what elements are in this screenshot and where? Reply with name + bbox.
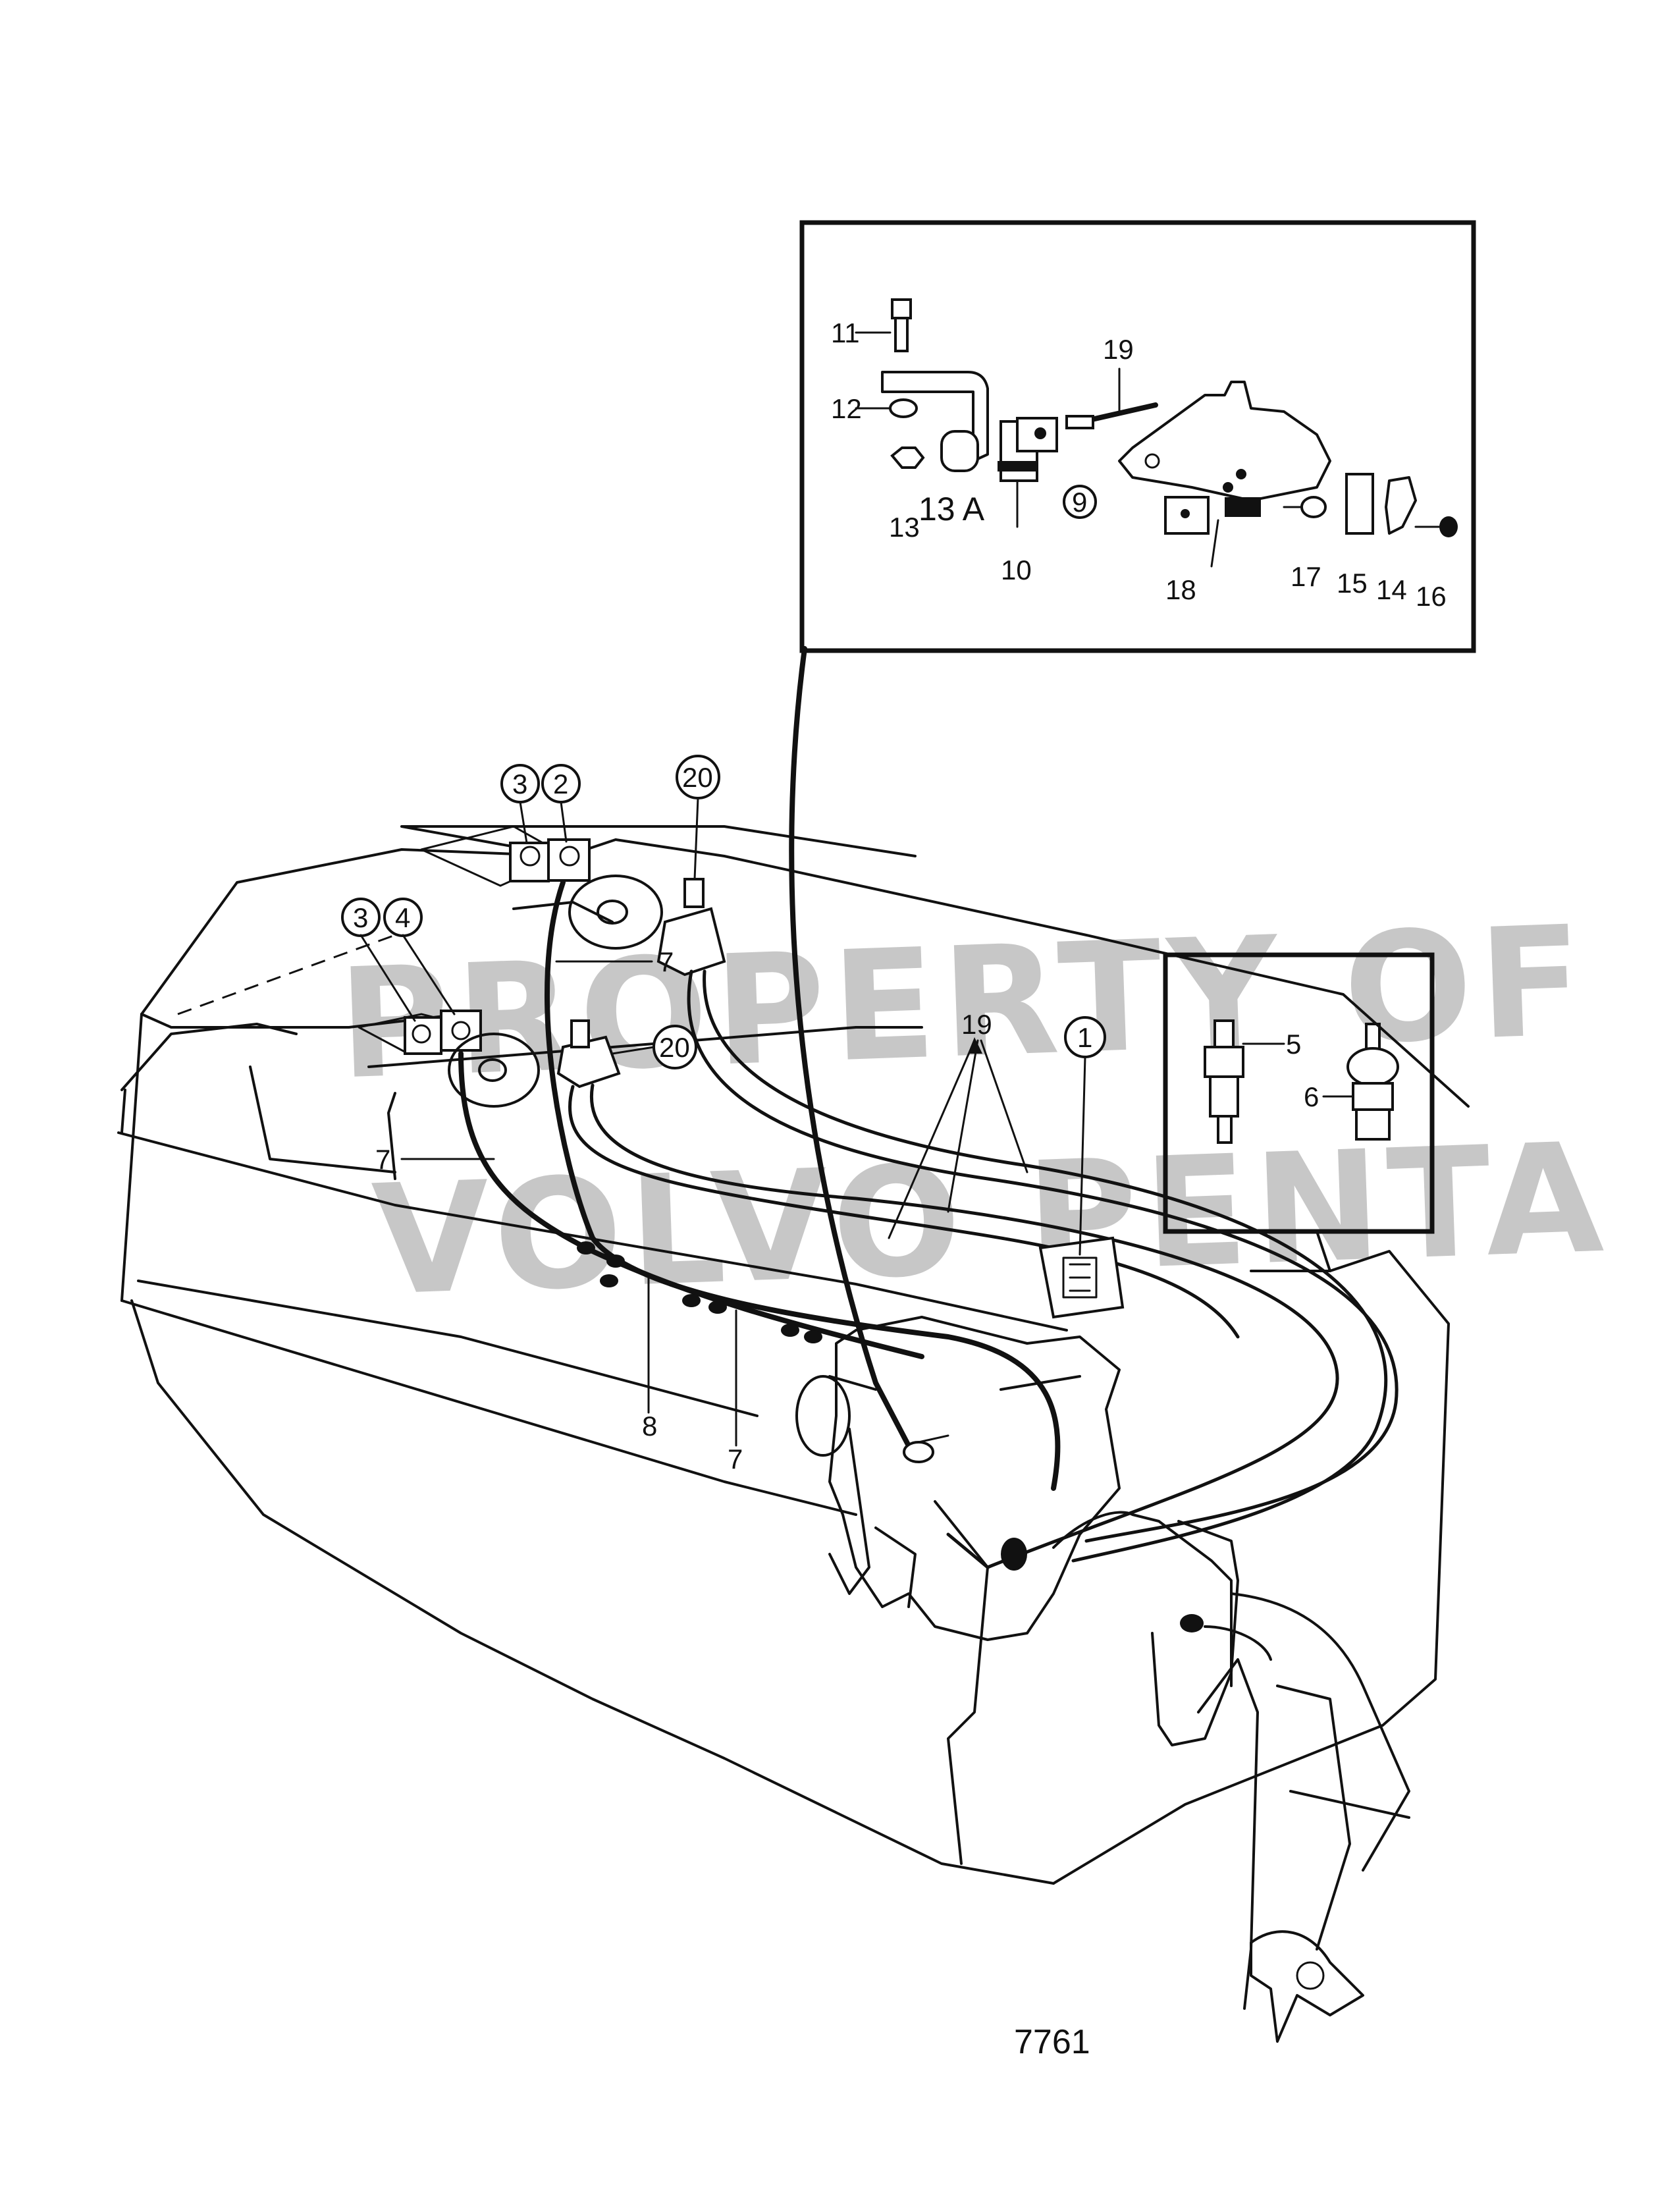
sterndrive bbox=[1052, 1511, 1410, 2043]
main-callouts: 3 2 20 3 4 20 1 7 7 8 7 bbox=[341, 755, 1106, 1474]
sender-detail-inset: 5 6 bbox=[1163, 952, 1435, 1234]
upper-helm-station bbox=[420, 825, 663, 950]
label-11: 11 bbox=[831, 317, 860, 348]
linkage-detail-inset: 11 12 13 13 A 10 19 9 18 17 15 14 16 bbox=[799, 220, 1476, 653]
nut-icon bbox=[890, 446, 925, 469]
label-13a: 13 A bbox=[919, 491, 985, 527]
bolt-icon bbox=[855, 298, 912, 352]
label-17: 17 bbox=[1291, 561, 1321, 592]
instrument-panel-4-lower bbox=[440, 1010, 482, 1052]
sender-inset-frame bbox=[1163, 952, 1435, 1234]
steering-wheel-upper bbox=[568, 875, 663, 950]
watermark-line-2: VOLVO PENTA bbox=[369, 1110, 1612, 1329]
leader-to-engine-clamp bbox=[789, 646, 915, 1455]
junction-box bbox=[1038, 1236, 1125, 1319]
watermark-line-1: PROPERTY OF bbox=[336, 894, 1592, 1113]
figure-number: 7761 bbox=[1014, 2023, 1090, 2061]
engine bbox=[795, 1316, 1121, 1641]
pressure-sender-icon bbox=[1322, 1023, 1399, 1141]
label-4: 4 bbox=[395, 902, 410, 933]
label-12: 12 bbox=[831, 393, 862, 424]
engine-block bbox=[828, 1316, 1121, 1641]
callout-circle-9 bbox=[1063, 485, 1097, 519]
screw-icon bbox=[1414, 516, 1458, 537]
label-19-inset: 19 bbox=[1103, 334, 1134, 365]
label-16: 16 bbox=[1416, 581, 1447, 612]
instrument-panel-2-upper bbox=[547, 838, 591, 882]
label-10: 10 bbox=[1001, 554, 1032, 585]
instrument-panel-3-upper bbox=[509, 842, 550, 882]
chine-line bbox=[120, 1299, 857, 1516]
transom bbox=[1052, 1230, 1450, 1885]
lower-helm-station bbox=[358, 1010, 540, 1108]
engine-cable-clamp bbox=[903, 1441, 934, 1463]
propeller bbox=[1250, 1930, 1364, 2043]
spacer-icon bbox=[940, 430, 979, 472]
label-7-bottom: 7 bbox=[728, 1443, 743, 1474]
plate-icon bbox=[1345, 473, 1374, 535]
label-1: 1 bbox=[1077, 1022, 1092, 1053]
label-20-upper: 20 bbox=[682, 762, 713, 793]
temperature-sender-icon bbox=[1204, 1019, 1285, 1144]
boat-hull bbox=[117, 825, 1470, 1885]
mounting-plate bbox=[1164, 496, 1210, 535]
sheer-line bbox=[117, 1131, 1068, 1332]
drive-leg bbox=[1230, 1592, 1410, 1872]
label-7-left: 7 bbox=[375, 1144, 390, 1175]
watermark: PROPERTY OF VOLVO PENTA bbox=[336, 894, 1612, 1330]
cable-upper-control-outer bbox=[687, 969, 1399, 1543]
remote-control-lower bbox=[556, 1019, 621, 1089]
bushing-icon bbox=[1300, 496, 1327, 518]
drive-bellows bbox=[1052, 1511, 1233, 1687]
cable-end bbox=[1065, 367, 1158, 429]
label-14: 14 bbox=[1376, 574, 1407, 605]
label-8: 8 bbox=[642, 1411, 657, 1442]
lever-housing bbox=[1118, 381, 1331, 502]
clip-icon bbox=[1385, 476, 1417, 535]
control-cables bbox=[458, 880, 1399, 1569]
windscreen bbox=[120, 1023, 298, 1091]
label-7-upper: 7 bbox=[658, 946, 674, 977]
cabin-roof-outline bbox=[140, 838, 1470, 1108]
cable-clamp bbox=[998, 417, 1058, 528]
label-6: 6 bbox=[1304, 1081, 1319, 1112]
instrument-panel-3-lower bbox=[404, 1016, 442, 1055]
label-15: 15 bbox=[1337, 568, 1368, 599]
label-20-lower: 20 bbox=[659, 1032, 690, 1063]
label-3-lower: 3 bbox=[353, 902, 368, 933]
steering-wheel-lower bbox=[448, 1033, 540, 1108]
label-18: 18 bbox=[1165, 574, 1196, 605]
label-13: 13 bbox=[889, 512, 920, 543]
callout-19-arrows bbox=[888, 1037, 1028, 1239]
keel-line bbox=[130, 1299, 1055, 1885]
label-9: 9 bbox=[1072, 487, 1087, 518]
label-5: 5 bbox=[1286, 1029, 1301, 1060]
engine-pulley bbox=[795, 1375, 851, 1457]
label-3-upper: 3 bbox=[512, 769, 527, 799]
washer-icon bbox=[889, 398, 918, 418]
label-19-main: 19 bbox=[961, 1009, 992, 1040]
label-2: 2 bbox=[553, 769, 568, 799]
cable-lower-control bbox=[589, 1083, 1339, 1569]
inset-frame bbox=[799, 220, 1476, 653]
